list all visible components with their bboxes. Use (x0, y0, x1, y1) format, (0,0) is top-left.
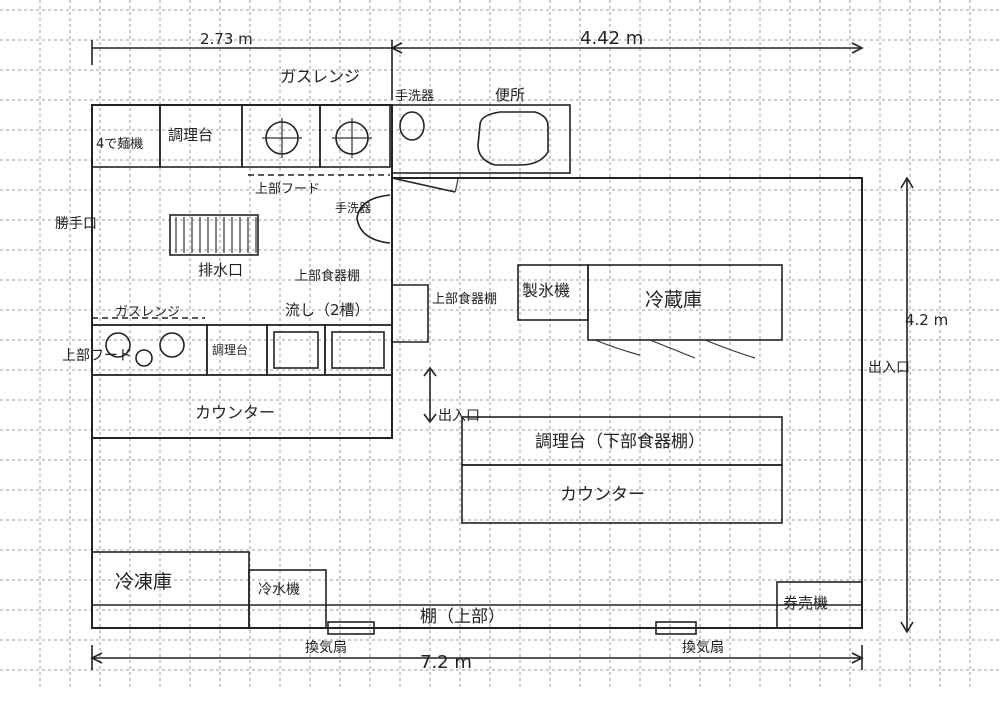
burner-icon (159, 332, 185, 358)
hand-wash-label: 手洗器 (395, 89, 434, 104)
counter-left-label: カウンター (195, 403, 275, 422)
freezer-label: 冷凍庫 (115, 571, 172, 593)
toilet-label: 便所 (495, 86, 525, 104)
toilet-bowl-icon (477, 111, 549, 166)
hand-wash-basin-icon (399, 111, 425, 141)
sink-basin-left (273, 331, 319, 369)
door-swing (391, 177, 456, 193)
water-cooler (248, 569, 327, 629)
mid-counter (423, 366, 783, 524)
upper-hood-left-label: 上部フード (62, 348, 132, 364)
burner-icon (135, 349, 153, 367)
dim-label-top-left: 2.73 m (200, 30, 253, 48)
entrance-arrow-icon (423, 366, 437, 424)
prep-table-top-label: 調理台 (168, 126, 213, 144)
top-equipment-row (91, 104, 391, 176)
counter-mid-label: カウンター (560, 485, 645, 505)
upper-hood-top-label: 上部フード (255, 182, 320, 197)
exhaust-fan-1 (327, 621, 375, 635)
exhaust-fan-2-label: 換気扇 (682, 640, 724, 656)
burner-icon (105, 332, 131, 358)
counter-mid (461, 464, 783, 524)
sink-basin-right (331, 331, 385, 369)
bottom-equipment (91, 551, 863, 635)
refrigerator (587, 264, 783, 341)
labels: 2.73 m 4.42 m 4.2 m 7.2 m ガスレンジ 手洗器 便所 4… (55, 28, 948, 673)
noodle-machine (91, 104, 161, 168)
back-door-label: 勝手口 (55, 216, 97, 232)
gas-range-top-label: ガスレンジ (280, 67, 360, 86)
ticket-machine (776, 581, 863, 629)
refrigerator-label: 冷蔵庫 (645, 289, 702, 311)
drain-grate (169, 214, 259, 256)
kitchen-hand-wash-label: 手洗器 (335, 201, 371, 215)
drain-slats (175, 217, 257, 253)
dim-label-bottom: 7.2 m (420, 652, 472, 673)
door-arc (454, 177, 459, 193)
exhaust-fan-2 (655, 621, 697, 635)
entrance-mid-label: 出入口 (438, 408, 480, 424)
dim-label-right: 4.2 m (905, 311, 948, 329)
toilet-fixtures (399, 111, 549, 166)
kitchen-hand-wash-icon (356, 194, 391, 244)
refrigerator-door-arcs (594, 339, 756, 359)
dimension-lines (90, 40, 914, 670)
dim-label-top-right: 4.42 m (580, 28, 643, 49)
dim-arrow-icon (390, 42, 864, 54)
water-cooler-label: 冷水機 (258, 582, 300, 598)
prep-table-left-label: 調理台 (212, 342, 248, 357)
gas-range-left-label: ガスレンジ (115, 305, 180, 320)
upper-dish-shelf-bracket (392, 284, 429, 343)
left-equipment-row (91, 317, 393, 376)
sink-label: 流し（2槽） (285, 301, 370, 319)
prep-table-mid-label: 調理台（下部食器棚） (535, 432, 705, 452)
cold-storage (517, 264, 783, 359)
upper-dish-shelf-label: 上部食器棚 (295, 268, 360, 284)
toilet-room (391, 104, 571, 174)
gas-range-top-right (319, 104, 391, 168)
drain-outline (169, 214, 259, 256)
exhaust-fan-1-label: 換気扇 (305, 640, 347, 656)
entrance-right-label: 出入口 (868, 360, 910, 376)
upper-dish-shelf-2-label: 上部食器棚 (432, 291, 497, 307)
shelf-upper-label: 棚（上部） (420, 607, 505, 627)
dim-arrow-icon (900, 176, 914, 634)
gas-range-top-left (241, 104, 321, 168)
drain-label: 排水口 (198, 261, 243, 279)
ticket-machine-label: 券売機 (783, 594, 828, 612)
noodle-machine-label: 4で麺機 (96, 137, 143, 152)
ice-maker-label: 製氷機 (522, 281, 570, 300)
